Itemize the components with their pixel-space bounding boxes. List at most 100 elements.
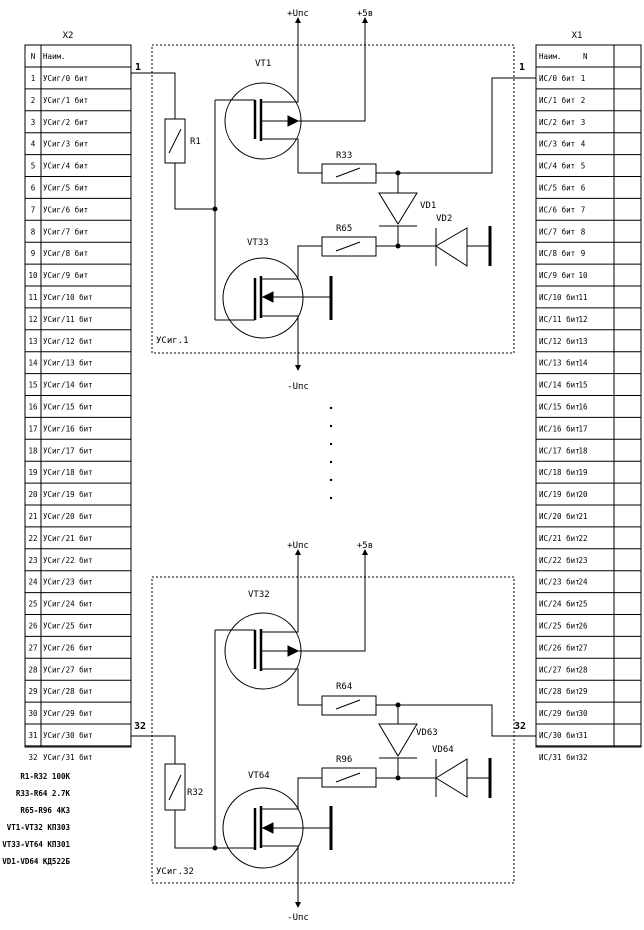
table-row-num: 12 xyxy=(28,315,37,324)
table-row-name: ИС/19 бит xyxy=(539,490,580,499)
table-row-num: 7 xyxy=(581,205,586,214)
table-row-name: УСиг/25 бит xyxy=(43,621,93,630)
cell-1-vt-top-label: VT1 xyxy=(255,59,271,69)
table-row-name: УСиг/18 бит xyxy=(43,468,93,477)
legend-line: R33-R64 2.7К xyxy=(16,789,71,798)
table-row-num: 11 xyxy=(28,293,37,302)
table-row-name: УСиг/21 бит xyxy=(43,534,93,543)
table-row-name: УСиг/23 бит xyxy=(43,578,93,587)
cell-32-supply-pos: +Uпс xyxy=(287,541,309,551)
x1-header-num: N xyxy=(583,52,588,61)
cell-1-label: УСиг.1 xyxy=(156,336,189,346)
resistor-r64 xyxy=(321,695,377,716)
table-row-num: 3 xyxy=(581,118,586,127)
table-row-name: УСиг/5 бит xyxy=(43,183,88,192)
cell-32-wire-right-label: 32 xyxy=(514,721,526,732)
table-row-name: ИС/18 бит xyxy=(539,468,580,477)
table-row-num: 27 xyxy=(578,643,587,652)
ellipsis-dots xyxy=(329,406,333,500)
table-row-num: 19 xyxy=(28,468,37,477)
table-row-name: ИС/27 бит xyxy=(539,665,580,674)
cell-1-frame xyxy=(151,44,515,354)
diode-vd64 xyxy=(435,758,468,798)
table-row-num: 28 xyxy=(578,665,588,674)
table-row-num: 30 xyxy=(28,709,38,718)
cell-32-supply-neg: -Uпс xyxy=(287,913,309,923)
cell-32-supply-5v: +5в xyxy=(357,541,373,551)
cell-32-vt-top-label: VT32 xyxy=(248,590,270,600)
cell-1-r-pullup-label: R33 xyxy=(336,151,352,161)
table-row-name: УСиг/4 бит xyxy=(43,162,88,171)
table-row-name: УСиг/19 бит xyxy=(43,490,93,499)
table-row-num: 16 xyxy=(28,402,38,411)
component-legend: R1-R32 100К R33-R64 2.7К R65-R96 4К3 VT1… xyxy=(2,772,70,866)
table-row-num: 17 xyxy=(578,424,587,433)
cell-32-labels: 32 32 +Uпс +5в -Uпс VT32 VT64 R32 R64 R9… xyxy=(134,541,526,923)
table-row-name: УСиг/27 бит xyxy=(43,665,93,674)
table-row-name: УСиг/3 бит xyxy=(43,140,88,149)
table-row-num: 18 xyxy=(578,446,588,455)
cell-1-wire-left-label: 1 xyxy=(135,62,141,73)
table-row-num: 28 xyxy=(28,665,38,674)
table-row-name: ИС/12 бит xyxy=(539,337,580,346)
table-row-num: 4 xyxy=(581,140,586,149)
table-row-num: 23 xyxy=(28,556,37,565)
table-row-num: 13 xyxy=(578,337,587,346)
table-row-name: ИС/26 бит xyxy=(539,643,580,652)
table-row-name: ИС/24 бит xyxy=(539,600,580,609)
table-row-num: 2 xyxy=(31,96,36,105)
table-row-name: УСиг/9 бит xyxy=(43,271,88,280)
table-row-num: 1 xyxy=(31,74,36,83)
table-row-name: ИС/14 бит xyxy=(539,381,580,390)
resistor-r33 xyxy=(321,163,377,184)
cell-32-r-gate-label: R96 xyxy=(336,755,352,765)
cell-32-vt-bottom-label: VT64 xyxy=(248,771,270,781)
table-row-name: УСиг/11 бит xyxy=(43,315,93,324)
cell-1-r-gate-label: R65 xyxy=(336,224,352,234)
table-row-num: 31 xyxy=(578,731,587,740)
table-row-num: 21 xyxy=(28,512,37,521)
table-row-name: ИС/16 бит xyxy=(539,424,580,433)
table-row-name: ИС/9 бит xyxy=(539,271,575,280)
cell-32-vd2-label: VD64 xyxy=(432,745,454,755)
cell-1-supply-neg: -Uпс xyxy=(287,382,309,392)
table-row-name: ИС/31 бит xyxy=(539,753,580,762)
table-row-num: 22 xyxy=(578,534,587,543)
cell-32 xyxy=(131,549,536,908)
connector-x2-title: X2 xyxy=(63,31,74,41)
cell-32-input-wire xyxy=(131,735,176,764)
table-row-num: 20 xyxy=(28,490,38,499)
table-row-num: 15 xyxy=(578,381,587,390)
table-row-num: 8 xyxy=(31,227,36,236)
table-row-num: 14 xyxy=(578,359,588,368)
table-row-name: УСиг/24 бит xyxy=(43,600,93,609)
table-row-name: УСиг/2 бит xyxy=(43,118,88,127)
table-row-name: УСиг/15 бит xyxy=(43,402,93,411)
cell-32-wire-left-label: 32 xyxy=(134,721,146,732)
transistor-vt33 xyxy=(222,257,304,339)
table-row-num: 14 xyxy=(28,359,38,368)
x1-header-name: Наим. xyxy=(539,52,562,61)
table-row-num: 3 xyxy=(31,118,36,127)
table-row-name: УСиг/22 бит xyxy=(43,556,93,565)
table-row-name: ИС/15 бит xyxy=(539,402,580,411)
table-row-num: 27 xyxy=(28,643,37,652)
table-row-name: ИС/20 бит xyxy=(539,512,580,521)
table-row-num: 32 xyxy=(28,753,37,762)
table-row-name: ИС/22 бит xyxy=(539,556,580,565)
table-row-name: ИС/4 бит xyxy=(539,162,575,171)
table-row-num: 31 xyxy=(28,731,37,740)
table-row-name: УСиг/17 бит xyxy=(43,446,93,455)
table-row-name: УСиг/1 бит xyxy=(43,96,88,105)
cell-1-supply-pos: +Uпс xyxy=(287,9,309,19)
cell-1-wire-right-label: 1 xyxy=(519,62,525,73)
table-row-num: 5 xyxy=(581,162,586,171)
table-row-num: 32 xyxy=(578,753,587,762)
table-row-num: 11 xyxy=(578,293,587,302)
diode-vd2 xyxy=(435,227,468,267)
table-row-num: 10 xyxy=(578,271,588,280)
cell-1-input-wire xyxy=(131,72,176,119)
